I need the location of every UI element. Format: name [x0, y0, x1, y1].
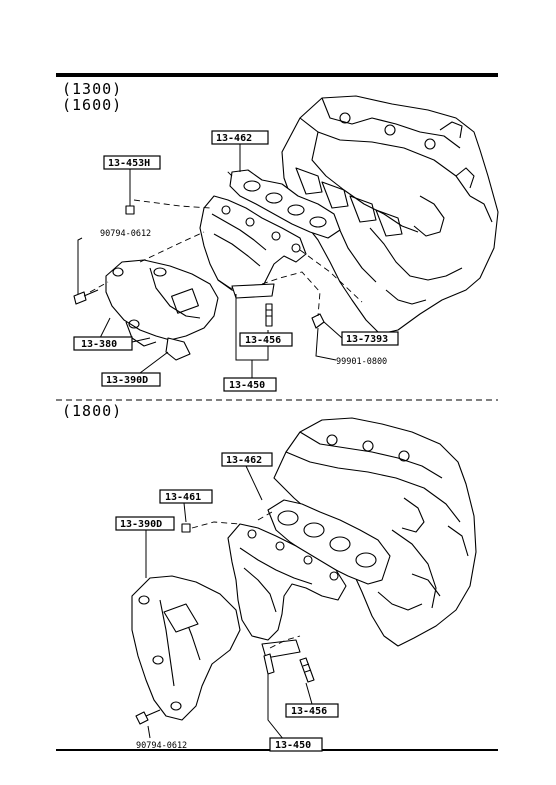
label-box-13-390D-top [101, 372, 161, 387]
label-box-13-450-top [223, 377, 277, 392]
section-label-1300: (1300) [62, 80, 122, 98]
label-box-13-456-bottom [285, 703, 339, 718]
heat-shield-bottom [131, 575, 241, 721]
exhaust-manifold-bottom [227, 523, 347, 659]
exhaust-manifold-top [199, 195, 307, 299]
section-label-1600: (1600) [62, 96, 122, 114]
stud-13-450-bottom [263, 653, 275, 675]
part-label-13-462-bottom: 13-462 [226, 455, 262, 466]
nut-13-461 [181, 523, 191, 533]
part-label-13-380: 13-380 [81, 339, 117, 350]
part-label-13-461: 13-461 [165, 492, 201, 503]
part-label-13-456-top: 13-456 [245, 335, 281, 346]
stud-13-456-top [265, 303, 273, 327]
part-label-13-450-bottom: 13-450 [275, 740, 311, 751]
label-box-13-380 [73, 336, 133, 351]
heat-shield-top [105, 259, 219, 361]
section-label-1800: (1800) [62, 402, 122, 420]
part-label-90794-0612-top: 90794-0612 [100, 229, 151, 239]
part-label-13-390D-bottom: 13-390D [120, 519, 162, 530]
label-box-13-453H [103, 155, 161, 170]
part-label-13-7393: 13-7393 [346, 334, 388, 345]
part-label-13-456-bottom: 13-456 [291, 706, 327, 717]
part-label-13-450-top: 13-450 [229, 380, 265, 391]
engine-block-bottom [273, 417, 477, 647]
top-rule [56, 73, 498, 77]
bolt-13-453H [125, 198, 135, 215]
stud-13-456-bottom [299, 657, 315, 683]
leader-lines-bottom [191, 511, 301, 649]
bolt-90794-0612-bottom [135, 709, 161, 725]
label-box-13-462-top [211, 130, 269, 145]
engine-block-top [281, 95, 499, 335]
label-box-13-450-bottom [269, 737, 323, 752]
label-box-13-461 [159, 489, 213, 504]
bolt-90794-0612-top [73, 289, 99, 305]
nut-13-7393 [311, 313, 325, 329]
label-box-13-7393 [341, 331, 399, 346]
label-box-13-390D-bottom [115, 516, 175, 531]
exhaust-gasket-top [229, 169, 341, 239]
leader-lines-top [89, 169, 363, 317]
label-box-13-456-top [239, 332, 293, 347]
part-label-99901-0800: 99901-0800 [336, 357, 387, 367]
part-label-90794-0612-bottom: 90794-0612 [136, 741, 187, 751]
part-label-13-390D-top: 13-390D [106, 375, 148, 386]
part-label-13-453H: 13-453H [108, 158, 150, 169]
label-box-13-462-bottom [221, 452, 273, 467]
part-label-13-462-top: 13-462 [216, 133, 252, 144]
